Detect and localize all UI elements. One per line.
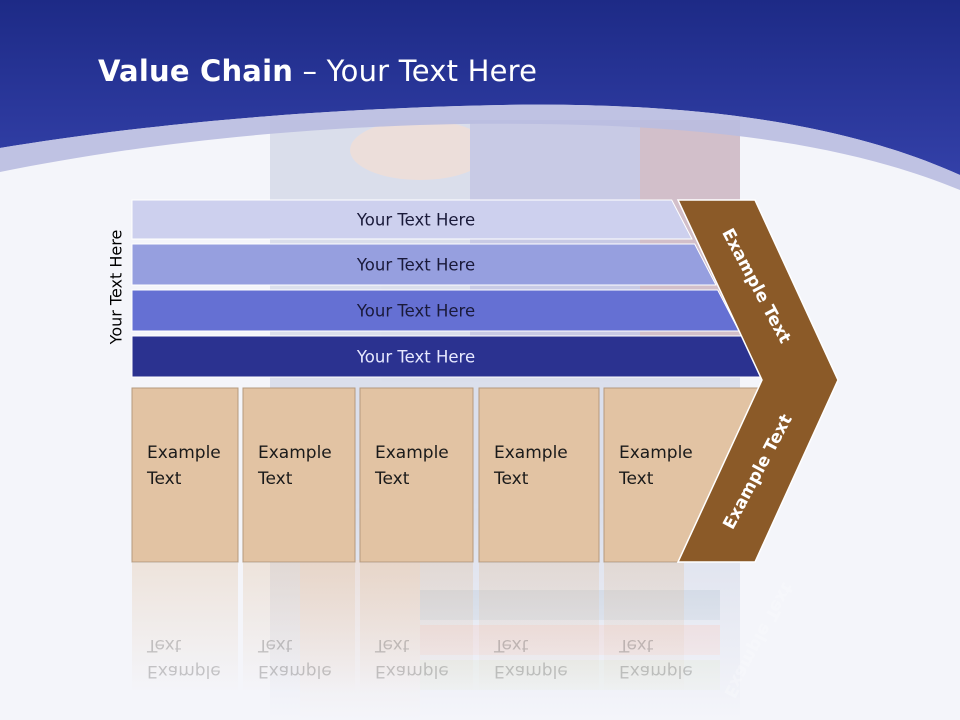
- support-row-label-1: Your Text Here: [356, 210, 476, 229]
- activity-box-reflection-3: Example Text: [375, 635, 449, 681]
- title-bold: Value Chain: [98, 54, 294, 88]
- activity-box-4: [478, 387, 600, 563]
- activity-box-label-5: Example Text: [619, 443, 693, 489]
- activity-box-label-4: Example Text: [494, 443, 568, 489]
- chevron-arrow: [676, 199, 839, 563]
- support-row-label-2: Your Text Here: [356, 255, 476, 274]
- activity-box-label-1: Example Text: [147, 443, 221, 489]
- activity-box-3: [359, 387, 474, 563]
- page-title: Value Chain – Your Text Here: [98, 54, 537, 88]
- support-row-label-3: Your Text Here: [356, 301, 476, 320]
- activity-box-2: [242, 387, 356, 563]
- activity-box-reflection-4: Example Text: [494, 635, 568, 681]
- activity-box-1: [131, 387, 239, 563]
- activity-box-label-2: Example Text: [258, 443, 332, 489]
- activity-box-reflection-5: Example Text: [619, 635, 693, 681]
- support-row-1: [131, 199, 693, 240]
- activity-box-reflection-2: Example Text: [258, 635, 332, 681]
- activity-box-label-3: Example Text: [375, 443, 449, 489]
- title-rest: – Your Text Here: [293, 54, 538, 88]
- primary-boxes: [131, 387, 763, 563]
- support-row-2: [131, 243, 717, 286]
- support-rows: [131, 199, 764, 378]
- support-row-label-4: Your Text Here: [356, 347, 476, 366]
- activity-box-reflection-1: Example Text: [147, 635, 221, 681]
